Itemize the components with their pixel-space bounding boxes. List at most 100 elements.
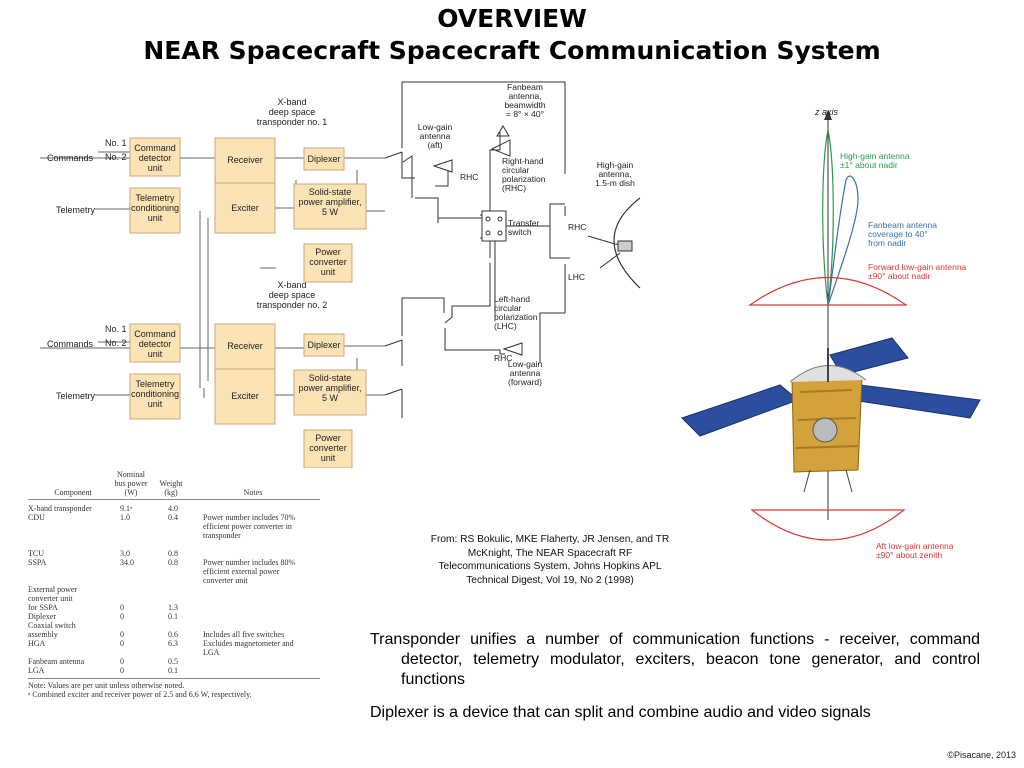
table-row: Coaxial switch [28,621,320,630]
cell-power: 9.1ᵃ [120,504,133,513]
no1-label-b: No. 1 [105,324,127,334]
cell-notes: Excludes magnetometer and [203,639,294,648]
table-row: CDU 1.0 0.4 Power number includes 70% [28,513,320,522]
cell-notes: transponder [203,531,241,540]
aft-lga-pattern-label: Aft low-gain antenna±90° about zenith [876,541,954,560]
cell-notes: Power number includes 70% [203,513,296,522]
diplexer-1 [303,147,345,171]
receiver-label-b: Receiver [227,341,263,351]
cell-power: 0 [120,666,124,675]
transfer-switch [481,210,507,242]
diplexer-2 [303,333,345,357]
exciter-1 [214,182,276,234]
table-footnotes: Note: Values are per unit unless otherwi… [28,678,320,699]
table-header: Component Nominal bus power (W) Weight (… [28,465,320,500]
cell-weight: 0.1 [168,612,178,621]
cell-component: Fanbeam antenna [28,657,85,666]
cell-power: 1.0 [120,513,130,522]
forward-lga-dome [748,276,908,306]
cell-component: converter unit [28,594,73,603]
no2-label-a: No. 2 [105,152,127,162]
rhc-label-bottom: RHC [494,353,512,363]
exciter-label-a: Exciter [231,203,259,213]
receiver-2 [214,323,276,370]
table-row: converter unit [28,576,320,585]
table-note-1: Note: Values are per unit unless otherwi… [28,681,185,690]
cell-notes: converter unit [203,576,248,585]
telemetry-conditioning-unit-2 [129,373,181,420]
cell-power: 3.0 [120,549,130,558]
telemetry-conditioning-unit-1 [129,187,181,234]
cell-component: X-band transponder [28,504,92,513]
cell-power: 0 [120,630,124,639]
cell-power: 0 [120,612,124,621]
cell-weight: 4.0 [168,504,178,513]
telemetry-label-b: Telemetry [56,391,96,401]
telemetry-label-a: Telemetry [56,205,96,215]
lga-aft-antenna [432,159,453,173]
slide-subtitle: NEAR Spacecraft Spacecraft Communication… [143,36,881,65]
sspa-1 [293,183,367,230]
col-notes: Notes [243,488,263,497]
cell-component: for SSPA [28,603,58,612]
col-weight: Weight (kg) [159,479,183,497]
no1-label-a: No. 1 [105,138,127,148]
cell-component: Coaxial switch [28,621,76,630]
commands-label-b: Commands [47,339,94,349]
receiver-1 [214,137,276,184]
table-row [28,540,320,549]
fanbeam-antenna [490,125,511,157]
bullet-transponder: Transponder unifies a number of communic… [370,630,980,690]
fanbeam-lobe [827,175,859,306]
copyright: ©Pisacane, 2013 [947,750,1016,760]
cell-component: CDU [28,513,45,522]
lhc-label-right: LHC [568,272,585,282]
cell-weight: 0.4 [168,513,178,522]
cell-weight: 0.8 [168,549,178,558]
table-row: X-band transponder 9.1ᵃ 4.0 [28,504,320,513]
component-table: Component Nominal bus power (W) Weight (… [28,465,320,699]
hga-pattern-label: High-gain antenna±1° about nadir [840,151,910,170]
cell-power: 0 [120,639,124,648]
exciter-label-b: Exciter [231,391,259,401]
power-converter-unit-1 [303,243,353,283]
no2-label-b: No. 2 [105,338,127,348]
hga-feed [617,240,633,252]
cell-notes: efficient power converter in [203,522,292,531]
cell-power: 34.0 [120,558,134,567]
cell-component: LGA [28,666,45,675]
rhc-label-top: RHC [460,172,478,182]
power-converter-unit-2 [303,429,353,468]
rhc-label-right: RHC [568,222,586,232]
slide-title: OVERVIEW [437,4,587,33]
command-detector-unit-1 [129,137,181,177]
cell-component: SSPA [28,558,47,567]
diplexer-label-b: Diplexer [307,340,340,350]
cell-component: HGA [28,639,46,648]
aft-lga-dome [750,509,906,541]
command-detector-unit-2 [129,323,181,363]
cell-notes: LGA [203,648,220,657]
receiver-label-a: Receiver [227,155,263,165]
cell-notes: Power number includes 80% [203,558,296,567]
lga-forward-antenna [502,342,523,356]
cell-power: 0 [120,657,124,666]
